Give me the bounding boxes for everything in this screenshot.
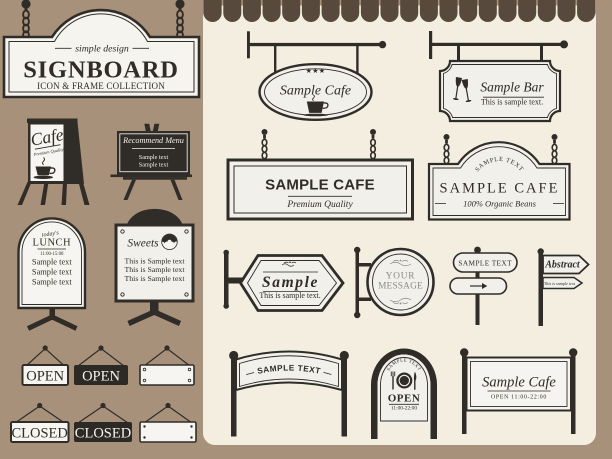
svg-text:SIGNBOARD: SIGNBOARD xyxy=(23,57,179,84)
svg-text:11:00-22:00: 11:00-22:00 xyxy=(391,406,417,412)
svg-text:Abstract: Abstract xyxy=(544,259,581,270)
svg-text:Sample text: Sample text xyxy=(32,278,72,287)
svg-text:Premium Quality: Premium Quality xyxy=(32,147,64,157)
svg-text:LUNCH: LUNCH xyxy=(32,238,71,249)
svg-text:simple design: simple design xyxy=(75,44,129,55)
svg-text:Sample text: Sample text xyxy=(32,258,72,267)
svg-text:SAMPLE CAFE: SAMPLE CAFE xyxy=(440,181,560,197)
svg-text:CLOSED: CLOSED xyxy=(75,426,131,442)
svg-text:SAMPLE TEXT: SAMPLE TEXT xyxy=(458,259,512,268)
svg-text:OPEN: OPEN xyxy=(26,369,64,385)
svg-text:This is Sample text: This is Sample text xyxy=(125,274,186,283)
svg-text:This is sample text.: This is sample text. xyxy=(481,98,543,107)
svg-text:Sample Cafe: Sample Cafe xyxy=(482,375,556,391)
svg-text:SAMPLE CAFE: SAMPLE CAFE xyxy=(265,177,375,194)
svg-text:This is Sample text: This is Sample text xyxy=(125,265,186,274)
svg-text:Sample text: Sample text xyxy=(32,268,72,277)
svg-text:Premium Quality: Premium Quality xyxy=(286,200,353,210)
svg-text:Sample text: Sample text xyxy=(139,154,169,161)
svg-text:YOUR: YOUR xyxy=(386,271,416,281)
svg-text:ICON & FRAME COLLECTION: ICON & FRAME COLLECTION xyxy=(37,81,165,91)
svg-text:Sample: Sample xyxy=(262,274,319,291)
svg-text:100% Organic Beans: 100% Organic Beans xyxy=(463,199,537,209)
svg-text:OPEN: OPEN xyxy=(82,369,120,385)
svg-text:Sample Bar: Sample Bar xyxy=(480,80,544,95)
svg-text:Sweets: Sweets xyxy=(127,238,159,250)
svg-text:This is sample text.: This is sample text. xyxy=(259,291,320,300)
svg-text:OPEN 11:00-22:00: OPEN 11:00-22:00 xyxy=(491,395,547,401)
svg-text:This is Sample text: This is Sample text xyxy=(125,256,186,265)
svg-text:This is sample text: This is sample text xyxy=(544,281,576,286)
svg-text:CLOSED: CLOSED xyxy=(11,426,67,442)
svg-text:Sample Cafe: Sample Cafe xyxy=(280,83,351,98)
svg-text:OPEN: OPEN xyxy=(388,392,421,404)
svg-text:Sample text: Sample text xyxy=(139,161,169,168)
svg-text:MESSAGE: MESSAGE xyxy=(378,282,423,292)
svg-text:Recommend Menu: Recommend Menu xyxy=(122,136,184,145)
svg-text:★★★: ★★★ xyxy=(306,67,326,75)
svg-text:11:00-15:00: 11:00-15:00 xyxy=(40,252,64,257)
svg-text:today's: today's xyxy=(42,230,60,238)
